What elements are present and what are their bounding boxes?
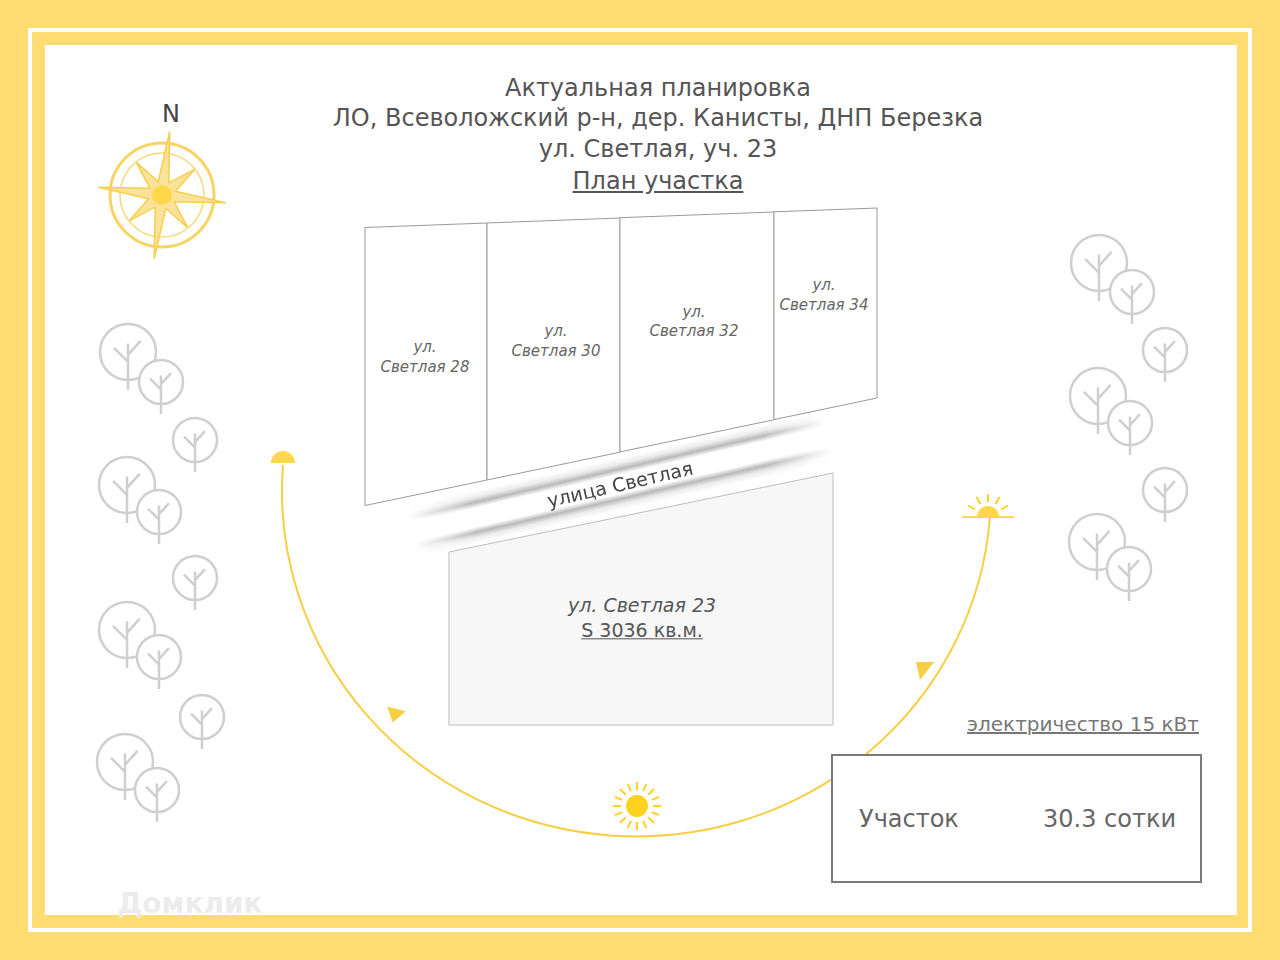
title: Актуальная планировка (505, 74, 811, 102)
neighbor-plot: ул. Светлая 34 (774, 208, 877, 420)
tree-icon (173, 418, 217, 472)
neighbor-plot: ул. Светлая 30 (487, 218, 620, 480)
subject-plot: ул. Светлая 23S 3036 кв.м. (449, 473, 833, 725)
address-line: ЛО, Всеволожский р-н, дер. Канисты, ДНП … (333, 104, 983, 132)
info-key: Участок (859, 805, 959, 833)
compass-ring (110, 143, 214, 247)
tree-icon (1143, 468, 1187, 522)
tree-icon (173, 556, 217, 610)
info-box: Участок 30.3 сотки (831, 754, 1202, 883)
paper (45, 45, 1237, 915)
tree-icon (139, 360, 183, 414)
tree-icon (137, 635, 181, 689)
sunset-icon (271, 451, 295, 463)
sunrise-icon (962, 494, 1014, 517)
plot-address: ул. Светлая 30 (510, 322, 602, 361)
noon-sun-icon (613, 782, 661, 830)
plot-area: S 3036 кв.м. (568, 618, 716, 643)
compass-rose (98, 131, 225, 258)
info-value: 30.3 сотки (1043, 805, 1176, 833)
plot-address: ул. Светлая 32 (648, 302, 740, 341)
tree-icon (1143, 328, 1187, 382)
note: электричество 15 кВт (967, 712, 1199, 736)
tree-icon (1108, 401, 1152, 455)
neighbor-plot: ул. Светлая 28 (365, 223, 487, 506)
tree-icon (1107, 547, 1151, 601)
north-label: N (162, 100, 180, 128)
compass-center (152, 185, 172, 205)
tree-icon (180, 695, 224, 749)
subtitle: План участка (573, 167, 744, 195)
watermark: Домклик (117, 887, 262, 920)
plot-address: ул. Светлая 23 (568, 593, 716, 618)
frame-line (30, 30, 1250, 930)
tree-icon (1110, 270, 1154, 324)
sun-arrow (916, 662, 934, 680)
plot-address: ул. Светлая 34 (778, 276, 870, 315)
street-name: улица Светлая (545, 457, 695, 512)
sun-arrow (387, 705, 406, 723)
neighbor-plot: ул. Светлая 32 (620, 212, 774, 452)
compass-star (98, 131, 225, 258)
address-line: ул. Светлая, уч. 23 (539, 135, 777, 163)
tree-icon (137, 490, 181, 544)
plot-address: ул. Светлая 28 (379, 338, 471, 377)
tree-icon (135, 768, 179, 822)
plot-outline (774, 208, 877, 420)
